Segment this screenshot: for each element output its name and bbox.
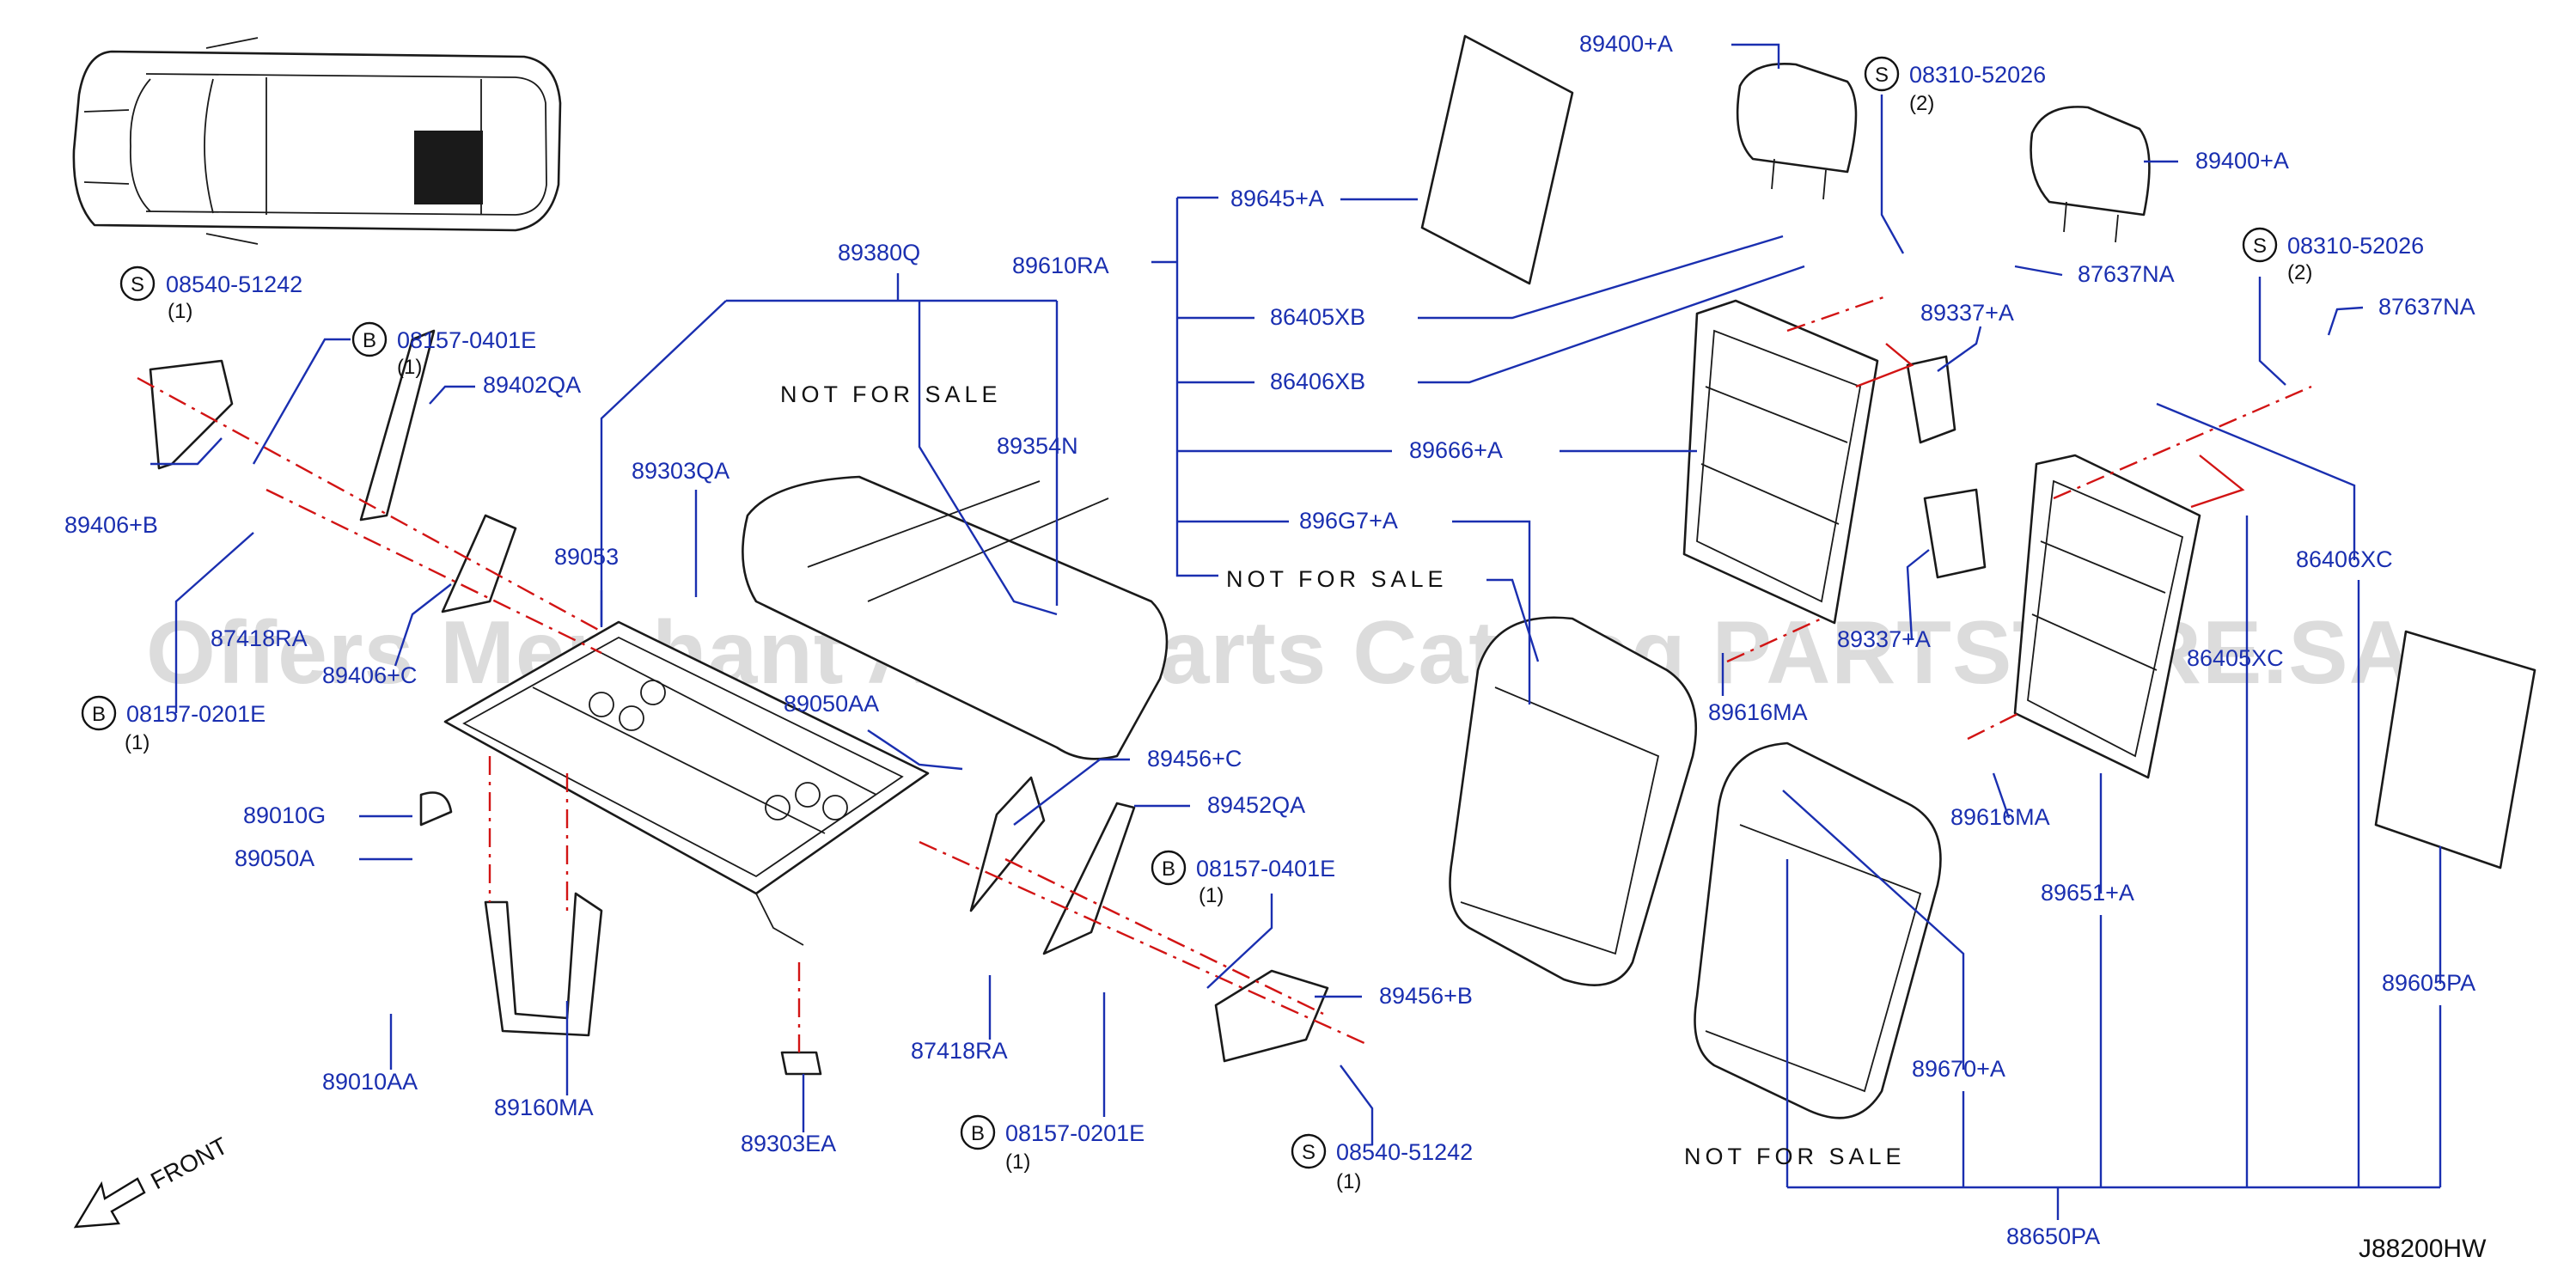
seat-cushion-pad-image [742, 475, 1169, 760]
seatback-frame-right-image [2013, 454, 2201, 779]
part-label[interactable]: 89452QA [1207, 792, 1305, 818]
part-label[interactable]: 89400+A [1579, 31, 1673, 57]
front-direction-indicator: FRONT [73, 1132, 232, 1229]
part-label[interactable]: 896G7+A [1299, 508, 1398, 534]
part-label[interactable]: 89053 [554, 544, 619, 570]
part-number-label[interactable]: 08157-0201E [1005, 1120, 1145, 1146]
part-label[interactable]: 89402QA [483, 372, 581, 398]
leader-lines [150, 43, 2442, 1220]
quantity-label: (1) [168, 300, 192, 323]
part-label[interactable]: 86406XC [2296, 546, 2393, 572]
part-number-label[interactable]: 08157-0201E [126, 701, 266, 727]
callout-prefix: B [92, 703, 106, 726]
part-label[interactable]: 89400+A [2195, 148, 2289, 174]
standard-part-callouts: 08540-51242 (1) 08157-0401E (1) 08157-02… [125, 62, 2424, 1193]
seat-cushion-frame-image [443, 620, 930, 946]
part-label[interactable]: 89651+A [2041, 880, 2134, 906]
callout-prefix: S [2253, 235, 2267, 258]
callout-prefix: B [363, 329, 376, 352]
part-label[interactable]: 89337+A [1920, 300, 2014, 326]
quantity-label: (1) [1005, 1150, 1030, 1174]
front-arrow-icon [73, 1177, 146, 1229]
quantity-label: (1) [125, 731, 150, 754]
part-label[interactable]: 89050AA [784, 691, 879, 717]
part-number-label[interactable]: 08157-0401E [397, 327, 536, 353]
part-label[interactable]: 89456+C [1147, 746, 1242, 772]
part-label[interactable]: 87637NA [2378, 294, 2475, 320]
part-label[interactable]: 86405XC [2187, 645, 2284, 671]
part-label[interactable]: 89303QA [632, 458, 729, 484]
part-label[interactable]: 87418RA [911, 1038, 1008, 1064]
seat-leg-image [419, 791, 822, 1076]
part-label[interactable]: 86405XB [1270, 304, 1365, 330]
part-label[interactable]: 89456+B [1379, 983, 1473, 1009]
callout-prefix: S [131, 273, 144, 296]
callout-prefix: S [1302, 1141, 1315, 1164]
part-number-label[interactable]: 08157-0401E [1196, 856, 1335, 882]
quantity-label: (1) [1199, 884, 1224, 907]
seatback-pad-left-image [1449, 616, 1698, 986]
part-number-label[interactable]: 08310-52026 [1909, 62, 2046, 88]
callout-prefix: B [971, 1122, 985, 1145]
part-label[interactable]: 89050A [235, 845, 314, 871]
part-label[interactable]: 89605PA [2382, 970, 2475, 996]
seat-location-marker [414, 131, 483, 204]
part-label[interactable]: 89406+B [64, 512, 158, 538]
callout-prefix: S [1875, 64, 1889, 87]
assembly-guide-lines [137, 295, 2312, 1052]
part-label[interactable]: 89337+A [1837, 626, 1931, 652]
part-label[interactable]: 89406+C [322, 662, 417, 688]
front-label: FRONT [146, 1132, 232, 1195]
not-for-sale-notes: NOT FOR SALE NOT FOR SALE NOT FOR SALE [780, 381, 1906, 1169]
part-label[interactable]: 89380Q [838, 240, 920, 265]
quantity-label: (2) [1909, 92, 1934, 115]
seatback-frame-left-image [1682, 299, 1879, 625]
not-for-sale-note: NOT FOR SALE [1226, 566, 1448, 592]
part-label[interactable]: 89670+A [1912, 1056, 2005, 1082]
part-labels: 89406+B 89402QA 89380Q 89610RA 89354N 89… [64, 31, 2475, 1249]
not-for-sale-note: NOT FOR SALE [1684, 1144, 1906, 1169]
quantity-label: (1) [1336, 1170, 1361, 1193]
part-label[interactable]: 88650PA [2006, 1223, 2100, 1249]
quantity-label: (1) [397, 356, 422, 379]
part-label[interactable]: 89160MA [494, 1095, 594, 1120]
part-number-label[interactable]: 08540-51242 [1336, 1139, 1473, 1165]
callout-prefix: B [1162, 857, 1175, 881]
part-label[interactable]: 89666+A [1409, 437, 1503, 463]
part-label[interactable]: 87637NA [2078, 261, 2175, 287]
headrest-image [1736, 63, 2151, 243]
armrest-hinge-image [149, 329, 1987, 1063]
part-label[interactable]: 87418RA [211, 625, 308, 651]
part-label[interactable]: 89616MA [1950, 804, 2050, 830]
seatback-pad-right-image [1694, 741, 1942, 1119]
part-label[interactable]: 89610RA [1012, 253, 1109, 278]
not-for-sale-note: NOT FOR SALE [780, 381, 1002, 407]
part-label[interactable]: 89354N [997, 433, 1078, 459]
part-number-label[interactable]: 08310-52026 [2287, 233, 2424, 259]
part-number-label[interactable]: 08540-51242 [166, 271, 302, 297]
part-label[interactable]: 89010G [243, 802, 326, 828]
seatback-board-image [1420, 34, 2536, 869]
part-label[interactable]: 86406XB [1270, 369, 1365, 394]
part-label[interactable]: 89303EA [741, 1131, 836, 1156]
part-label[interactable]: 89616MA [1708, 699, 1808, 725]
callout-badges: S B B B B S S S [81, 56, 2278, 1169]
vehicle-overview-image [72, 37, 562, 245]
part-label[interactable]: 89010AA [322, 1069, 418, 1095]
diagram-code: J88200HW [2359, 1235, 2487, 1263]
quantity-label: (2) [2287, 261, 2312, 284]
part-label[interactable]: 89645+A [1230, 186, 1324, 211]
